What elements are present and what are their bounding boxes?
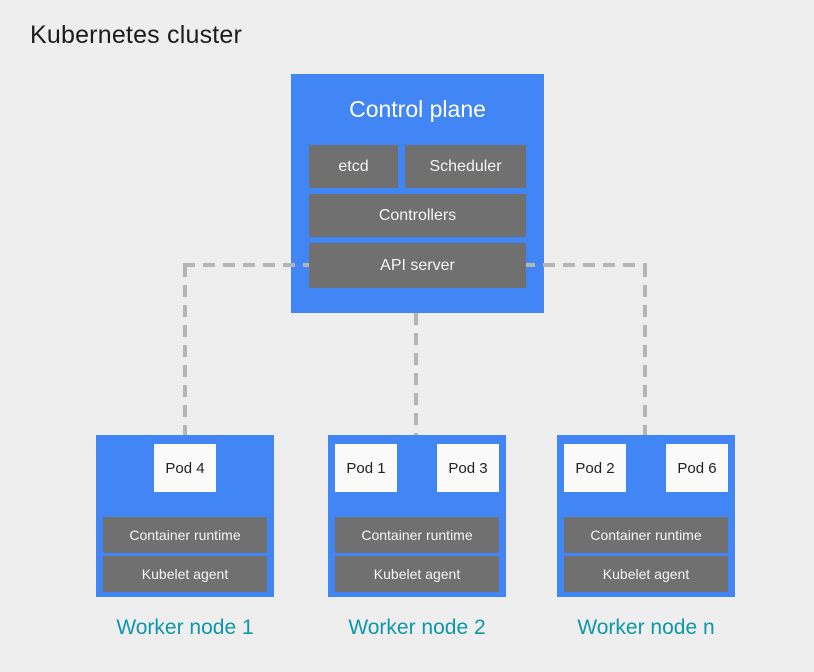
- pod-box: Pod 3: [437, 444, 499, 492]
- worker-node-2-label: Worker node 2: [348, 616, 486, 639]
- pod-box: Pod 1: [335, 444, 397, 492]
- control-plane-title: Control plane: [349, 96, 486, 122]
- diagram-title: Kubernetes cluster: [30, 21, 243, 49]
- component-controllers: Controllers: [309, 194, 526, 237]
- kubelet-agent-box: Kubelet agent: [564, 556, 728, 592]
- container-runtime-box: Container runtime: [103, 517, 267, 553]
- pod-box: Pod 6: [666, 444, 728, 492]
- kubelet-agent-box: Kubelet agent: [103, 556, 267, 592]
- component-scheduler: Scheduler: [405, 145, 526, 188]
- component-etcd: etcd: [309, 145, 398, 188]
- worker-node-1-label: Worker node 1: [116, 616, 254, 639]
- component-api-server: API server: [309, 243, 526, 288]
- worker-node-1-box: Pod 4 Container runtime Kubelet agent: [96, 435, 274, 597]
- dashed-connector-worker-2: [414, 313, 418, 435]
- dashed-connector-worker-1: [183, 265, 187, 435]
- worker-node-n-box: Pod 2 Pod 6 Container runtime Kubelet ag…: [557, 435, 735, 597]
- container-runtime-box: Container runtime: [564, 517, 728, 553]
- worker-node-n-label: Worker node n: [577, 616, 715, 639]
- worker-node-2-box: Pod 1 Pod 3 Container runtime Kubelet ag…: [328, 435, 506, 597]
- kubelet-agent-box: Kubelet agent: [335, 556, 499, 592]
- container-runtime-box: Container runtime: [335, 517, 499, 553]
- dashed-connector-worker-n: [643, 265, 647, 435]
- pod-box: Pod 4: [154, 444, 216, 492]
- control-plane-box: Control plane etcd Scheduler Controllers…: [291, 74, 544, 313]
- pod-box: Pod 2: [564, 444, 626, 492]
